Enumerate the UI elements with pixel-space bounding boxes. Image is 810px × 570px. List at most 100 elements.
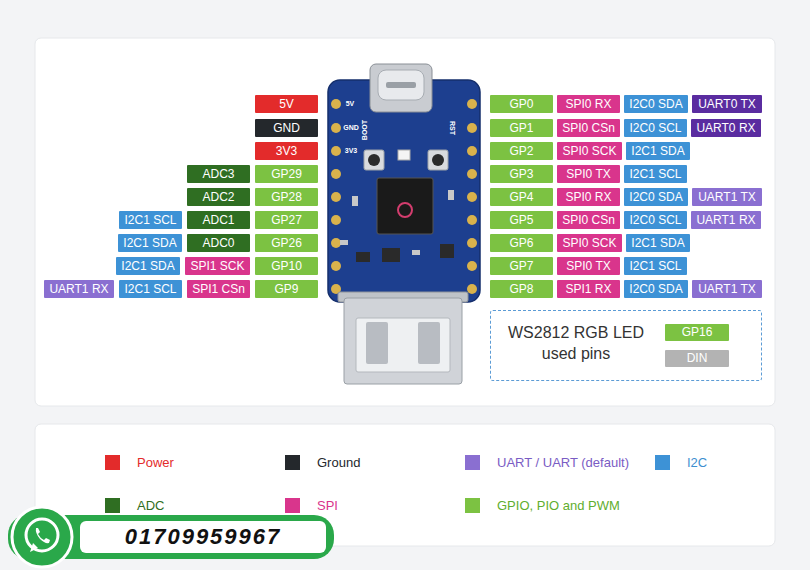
pin-text: UART1 RX: [49, 282, 108, 296]
button-cap: [432, 154, 444, 166]
pad: [331, 169, 341, 179]
pin-text: GP4: [509, 190, 533, 204]
pin-name-box: GND: [255, 119, 318, 137]
pad: [331, 99, 341, 109]
phone-watermark: 01709959967: [125, 524, 282, 549]
pin-function-box: UART1 RX: [691, 211, 761, 229]
pin-function-box: ADC0: [187, 234, 250, 252]
pin-text: GP0: [509, 97, 533, 111]
pin-function-box: ADC2: [187, 188, 250, 206]
legend-text: Ground: [317, 454, 360, 471]
pin-function-box: ADC1: [187, 211, 250, 229]
legend-text: UART / UART (default): [497, 454, 629, 471]
pad: [467, 99, 477, 109]
button-cap: [368, 154, 380, 166]
pin-function-box: UART1 TX: [692, 188, 762, 206]
silkscreen-text: GND: [343, 124, 359, 132]
pin-function-box: SPI0 SCK: [557, 234, 622, 252]
pin-function-box: I2C1 SDA: [116, 257, 180, 275]
pin-text: UART1 TX: [698, 190, 756, 204]
pin-text: GP5: [509, 213, 533, 227]
pad: [467, 284, 477, 294]
pin-name-box: 3V3: [255, 142, 318, 160]
legend-text: SPI: [317, 497, 338, 514]
pin-text: I2C0 SCL: [629, 121, 681, 135]
silkscreen-text: BOOT: [361, 120, 369, 140]
pin-text: GP16: [682, 325, 713, 339]
smd-part: [356, 252, 370, 262]
pin-text: I2C1 SDA: [123, 236, 176, 250]
pin-text: 5V: [279, 97, 294, 111]
right-pads: [467, 99, 477, 294]
pin-text: I2C1 SDA: [631, 144, 684, 158]
pin-name-box: GP0: [490, 95, 553, 113]
pin-text: GP9: [274, 282, 298, 296]
pad: [467, 192, 477, 202]
led-box-text: WS2812 RGB LED used pins: [495, 322, 657, 364]
pad: [467, 238, 477, 248]
pin-text: I2C0 SDA: [629, 97, 682, 111]
pin-function-box: I2C0 SCL: [624, 211, 687, 229]
legend-swatch: [105, 455, 120, 470]
pin-text: SPI0 TX: [566, 259, 610, 273]
whatsapp-tail: [30, 543, 38, 552]
pad: [331, 123, 341, 133]
pin-text: ADC3: [202, 167, 234, 181]
pin-text: I2C1 SDA: [631, 236, 684, 250]
pin-name-box: GP6: [490, 234, 553, 252]
pin-name-box: GP8: [490, 280, 553, 298]
pin-function-box: I2C1 SCL: [624, 257, 687, 275]
main-panel: [35, 38, 775, 406]
pin-name-box: GP10: [255, 257, 318, 275]
led-pin-box: WS2812 RGB LED used pins GP16DIN: [490, 310, 762, 381]
legend-text: GPIO, PIO and PWM: [497, 497, 620, 514]
pin-text: ADC1: [202, 213, 234, 227]
pad: [331, 261, 341, 271]
usb-a-slot: [418, 322, 440, 364]
pin-name-box: GP7: [490, 257, 553, 275]
pin-text: I2C1 SCL: [124, 213, 176, 227]
pin-function-box: I2C0 SDA: [624, 188, 688, 206]
pad: [467, 123, 477, 133]
legend-text: Power: [137, 454, 174, 471]
whatsapp-phone: [36, 528, 50, 543]
usb-a-opening: [356, 318, 450, 372]
pad: [331, 215, 341, 225]
pin-text: GP27: [271, 213, 302, 227]
legend-swatch: [105, 498, 120, 513]
pin-text: SPI0 SCK: [562, 144, 616, 158]
pin-text: UART0 TX: [698, 97, 756, 111]
pin-text: SPI0 CSn: [562, 213, 615, 227]
pin-text: GP6: [509, 236, 533, 250]
pin-name-box: GP2: [490, 142, 553, 160]
pin-text: DIN: [687, 351, 708, 365]
pin-function-box: UART0 RX: [691, 119, 761, 137]
pin-function-box: SPI0 SCK: [557, 142, 622, 160]
reset-button: [428, 150, 448, 170]
pad: [467, 261, 477, 271]
pad: [467, 169, 477, 179]
watermark-bar: [80, 521, 326, 553]
smd-part: [448, 190, 454, 200]
pin-text: I2C1 SDA: [121, 259, 174, 273]
pin-name-box: GP27: [255, 211, 318, 229]
smd-part: [412, 250, 420, 255]
rgb-led: [398, 150, 410, 160]
legend-swatch: [285, 455, 300, 470]
chip-logo: [398, 203, 412, 217]
silkscreen-text: 3V3: [345, 147, 357, 155]
silkscreen-text: RST: [448, 121, 456, 135]
legend-text: I2C: [687, 454, 707, 471]
pin-function-box: SPI1 CSn: [187, 280, 250, 298]
pin-text: SPI0 TX: [566, 167, 610, 181]
pin-name-box: GP3: [490, 165, 553, 183]
pin-text: SPI0 RX: [565, 97, 611, 111]
pin-function-box: I2C0 SCL: [624, 119, 687, 137]
pin-function-box: ADC3: [187, 165, 250, 183]
pin-text: GP7: [509, 259, 533, 273]
pin-text: GP3: [509, 167, 533, 181]
pin-name-box: GP4: [490, 188, 553, 206]
whatsapp-icon: [12, 507, 72, 567]
pin-text: GND: [273, 121, 300, 135]
pin-text: GP29: [271, 167, 302, 181]
